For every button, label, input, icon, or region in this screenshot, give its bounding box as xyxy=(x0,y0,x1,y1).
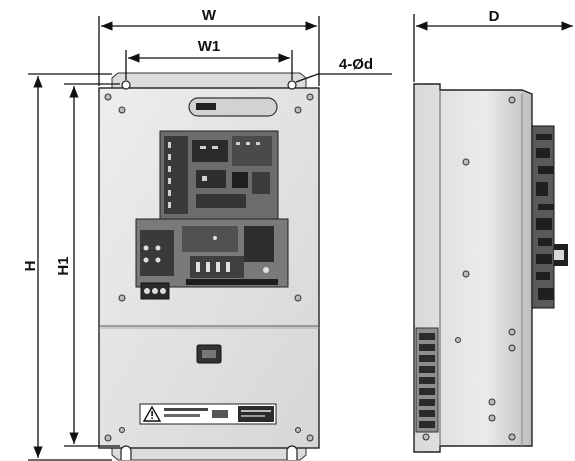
heatsink-fins xyxy=(415,327,439,433)
side-view xyxy=(413,83,568,453)
top-flange xyxy=(111,72,307,89)
hole-leader xyxy=(295,73,392,83)
warning-triangle-icon xyxy=(142,405,162,422)
control-board xyxy=(135,130,289,300)
label-w1: W1 xyxy=(198,38,221,55)
mount-slot-br xyxy=(286,445,298,460)
board-profile xyxy=(531,125,568,309)
warning-label xyxy=(139,403,277,425)
front-view xyxy=(98,72,320,461)
dimension-lines xyxy=(28,14,573,461)
front-screws xyxy=(104,93,314,442)
label-holes: 4-Ød xyxy=(339,56,373,73)
label-h: H xyxy=(22,261,39,272)
side-screws xyxy=(422,96,516,441)
label-h1: H1 xyxy=(55,256,72,275)
handle-slot xyxy=(188,97,278,117)
mount-hole-tr xyxy=(287,80,297,90)
mount-slot-bl xyxy=(120,445,132,460)
mount-hole-tl xyxy=(121,80,131,90)
label-w: W xyxy=(202,7,217,24)
label-d: D xyxy=(489,8,500,25)
